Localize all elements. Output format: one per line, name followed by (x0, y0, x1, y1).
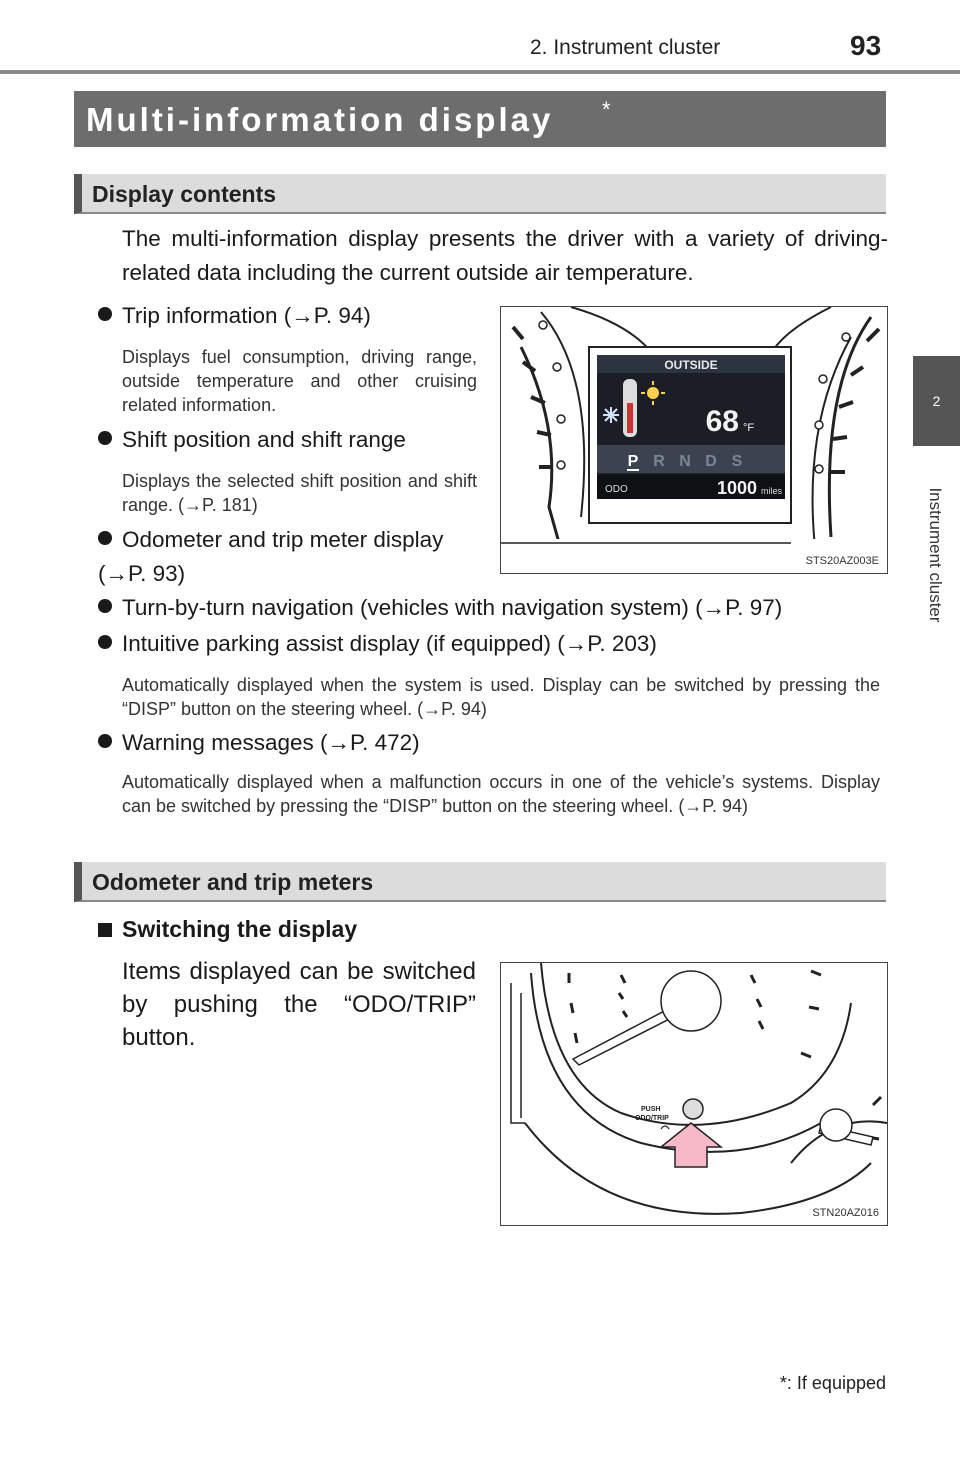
chapter-tab-label: Instrument cluster (926, 487, 945, 623)
page-title: Multi-information display (86, 101, 554, 138)
odo-label: ODO (605, 484, 628, 495)
gear-letter-s: S (732, 453, 743, 470)
arrow-indicator-icon (658, 1122, 724, 1168)
intro-paragraph: The multi-information display presents t… (122, 226, 888, 285)
page-title-bar: Multi-information display * (74, 91, 886, 147)
bullet-navigation: Turn-by-turn navigation (vehicles with n… (98, 595, 782, 621)
chapter-tab[interactable]: 2 (913, 356, 960, 446)
section-heading-odometer: Odometer and trip meters (74, 862, 886, 902)
gear-letter-r: R (653, 453, 665, 470)
page-number: 93 (850, 30, 882, 61)
bullet-shift-position: Shift position and shift range (98, 427, 406, 453)
figure-code: STN20AZ016 (812, 1207, 879, 1219)
footnote: *: If equipped (779, 1373, 886, 1393)
odo-trip-illustration: PUSH ODO/TRIP (510, 963, 887, 1215)
desc-warning-messages: Automatically displayed when a malfuncti… (122, 772, 880, 816)
snowflake-icon (603, 407, 619, 423)
odo-trip-label: ODO/TRIP (635, 1115, 669, 1122)
odo-unit: miles (761, 486, 783, 496)
odo-trip-button[interactable] (682, 1098, 704, 1120)
subheading-switching-display: Switching the display (98, 916, 357, 943)
bullet-warning-messages: Warning messages (→P. 472) (98, 730, 420, 756)
figure-code: STS20AZ003E (805, 555, 879, 567)
bullet-odometer: Odometer and trip meter display (→P. 93) (98, 527, 444, 586)
gear-letter-d: D (705, 453, 717, 470)
desc-parking-assist: Automatically displayed when the system … (122, 675, 880, 719)
bullet-parking-assist: Intuitive parking assist display (if equ… (98, 631, 657, 657)
title-asterisk: * (602, 97, 611, 122)
push-label: PUSH (641, 1106, 660, 1113)
figure-odo-trip-button: PUSH ODO/TRIP STN20AZ016 (500, 962, 888, 1226)
sun-icon (641, 381, 665, 405)
gear-letter-p: P (628, 453, 639, 470)
screen-title: OUTSIDE (664, 358, 717, 372)
temperature-unit: °F (743, 422, 754, 434)
running-header-section: 2. Instrument cluster (530, 36, 721, 59)
gear-letter-n: N (679, 453, 691, 470)
header-divider (0, 70, 960, 74)
section-heading-display-contents: Display contents (74, 174, 886, 214)
desc-shift-position: Displays the selected shift position and… (122, 471, 477, 515)
odometer-paragraph: Items displayed can be switched by pushi… (122, 958, 476, 1051)
temperature-value: 68 (706, 405, 739, 438)
chapter-tab-number: 2 (932, 393, 941, 409)
bullet-trip-information: Trip information (→P. 94) (98, 303, 371, 329)
odo-value: 1000 (717, 478, 757, 498)
desc-trip-information: Displays fuel consumption, driving range… (122, 347, 477, 415)
